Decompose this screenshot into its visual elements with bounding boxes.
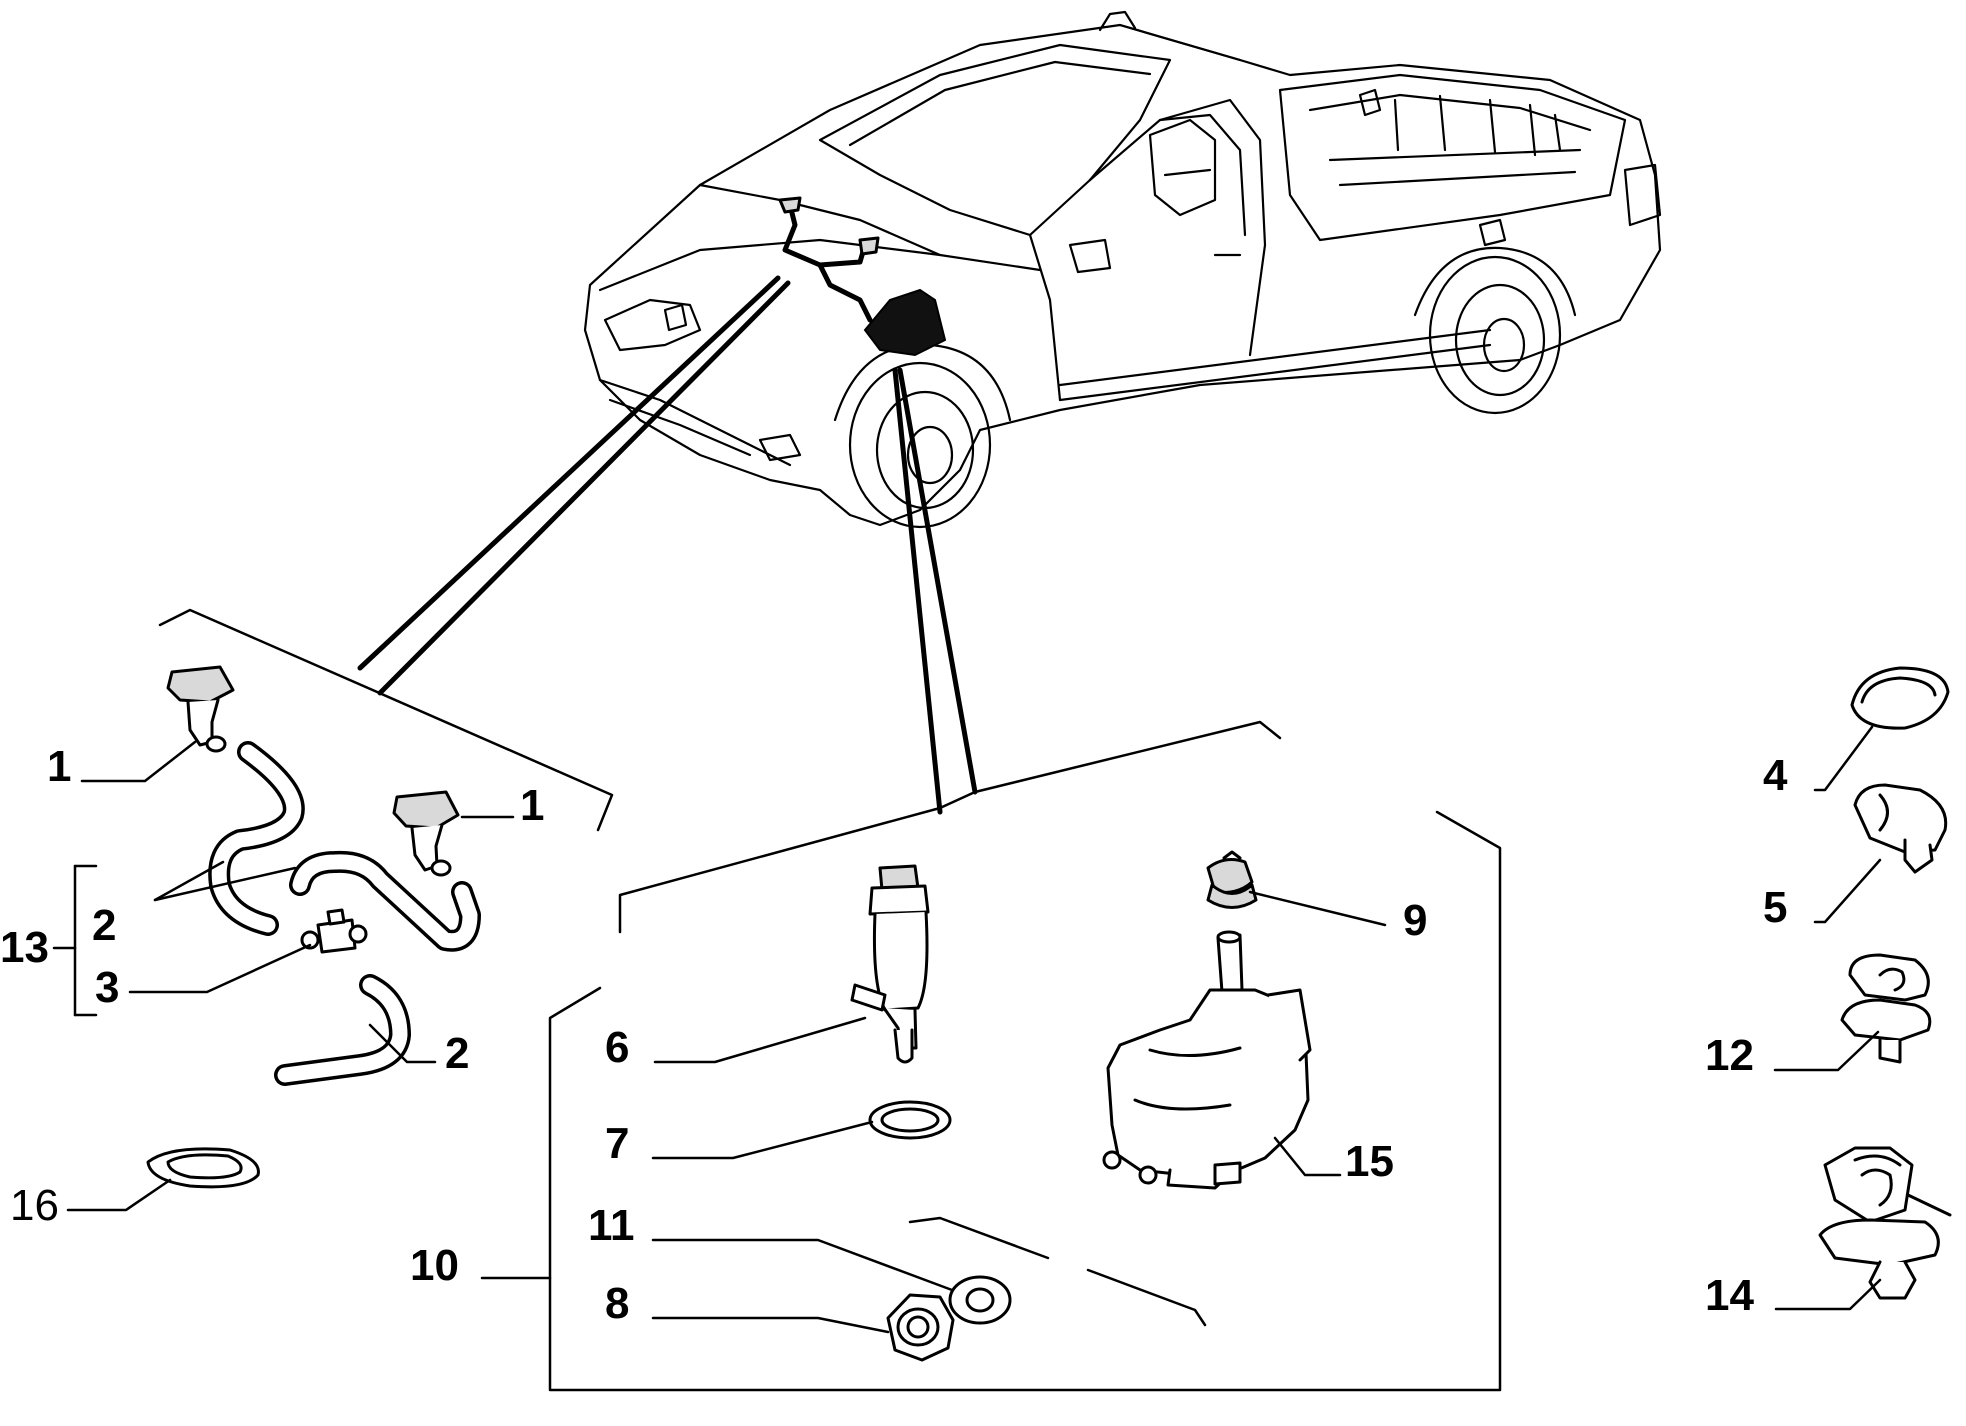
- callout-8: 8: [605, 1279, 629, 1328]
- reservoir-group-outline: [548, 720, 1502, 1392]
- callout-15: 15: [1345, 1137, 1394, 1186]
- pickup-vehicle-illustration: [583, 10, 1662, 529]
- callout-7: 7: [605, 1119, 629, 1168]
- oval-grommet: [146, 1147, 260, 1189]
- washer-nozzle-right: [392, 790, 460, 877]
- washer-hose-lower: [274, 974, 411, 1086]
- callout-4: 4: [1763, 751, 1788, 800]
- callout-12: 12: [1705, 1031, 1754, 1080]
- callout-11: 11: [588, 1201, 635, 1250]
- callout-14: 14: [1705, 1271, 1754, 1320]
- washer-nozzle-left: [166, 665, 235, 753]
- callout-9: 9: [1403, 896, 1427, 945]
- callout-5: 5: [1763, 883, 1787, 932]
- callout-2-lower: 2: [445, 1029, 469, 1078]
- callout-10: 10: [410, 1241, 459, 1290]
- trim-fastener: [1818, 1146, 1952, 1300]
- oval-plug: [1850, 666, 1950, 730]
- reservoir-filler-cap: [1206, 850, 1258, 909]
- callout-labels: 1 1 2 3 2 13 16 6 7 9 15 10 11 8 4 5 12 …: [0, 742, 1788, 1328]
- callout-13: 13: [0, 923, 49, 972]
- vehicle-leader-lines: [357, 275, 978, 815]
- washer-hose-middle: [289, 850, 481, 952]
- flat-washer: [948, 1275, 1012, 1325]
- callout-3: 3: [95, 963, 119, 1012]
- callout-1-left: 1: [47, 742, 71, 791]
- callout-leaders: [52, 725, 1882, 1334]
- push-fastener-clip: [1840, 953, 1932, 1064]
- callout-2-upper: 2: [92, 901, 116, 950]
- hex-nut: [886, 1293, 955, 1362]
- hose-clip: [1853, 783, 1948, 874]
- pump-seal-ring: [868, 1100, 952, 1140]
- hose-t-connector: [300, 908, 368, 954]
- callout-1-right: 1: [520, 781, 544, 830]
- washer-hose-upper: [208, 741, 305, 936]
- washer-pump: [850, 864, 930, 1064]
- left-group-outline: [158, 608, 614, 832]
- washer-fluid-reservoir: [1102, 930, 1312, 1190]
- callout-6: 6: [605, 1023, 629, 1072]
- callout-16: 16: [10, 1181, 59, 1230]
